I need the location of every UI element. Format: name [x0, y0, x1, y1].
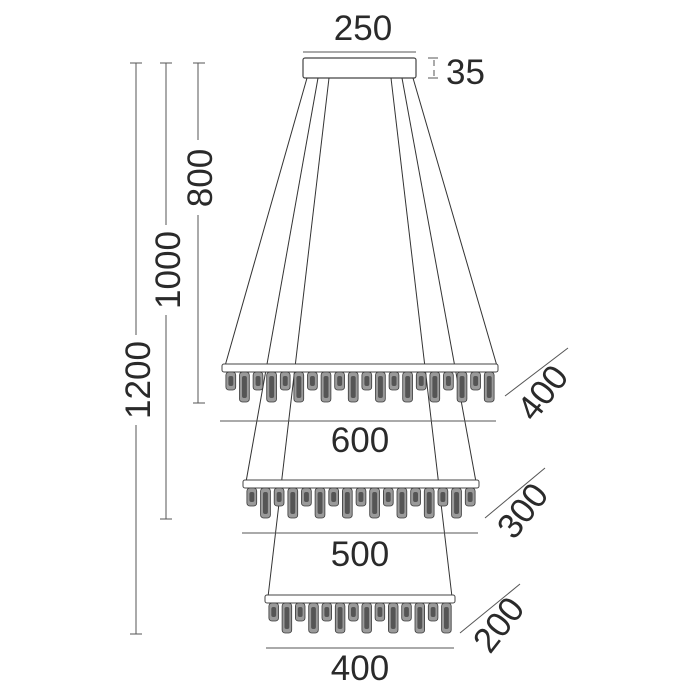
- crystal-facet: [444, 607, 449, 629]
- crystal-facet: [446, 376, 451, 386]
- tier-2-depth-dimension: 300: [484, 467, 557, 546]
- tier-1-width-label: 600: [331, 421, 389, 460]
- tier-3-width-label: 400: [331, 649, 389, 688]
- crystal-facet: [404, 607, 409, 617]
- crystal-facet: [372, 492, 378, 514]
- crystal-facet: [440, 492, 446, 502]
- crystal-facet: [413, 492, 418, 502]
- drop-middle-label: 1000: [149, 231, 188, 309]
- drop-upper-label: 800: [181, 149, 220, 207]
- tier-3-ring: [264, 594, 456, 634]
- tier-3-depth-dimension: 200: [459, 583, 533, 660]
- crystal-facet: [255, 376, 261, 386]
- crystal-facet: [296, 376, 302, 398]
- tier-1-width-dimension: 600: [220, 420, 496, 460]
- crystal-facet: [271, 607, 277, 617]
- crystal-facet: [399, 492, 405, 514]
- tier-1-depth-dimension: 400: [504, 347, 577, 428]
- crystal-facet: [297, 607, 303, 617]
- crystal-facet: [364, 607, 370, 629]
- crystal-facet: [269, 376, 275, 398]
- crystal-facet: [282, 376, 288, 386]
- crystal-facet: [364, 376, 370, 386]
- crystal-facet: [323, 376, 329, 398]
- crystal-facet: [405, 376, 411, 398]
- crystal-facet: [459, 376, 465, 398]
- tier-3-width-dimension: 400: [266, 647, 454, 688]
- crystal-facet: [432, 376, 438, 398]
- drop-total-dimension: 1200: [119, 62, 158, 635]
- crystal-facet: [276, 492, 282, 502]
- crystal-facet: [344, 492, 350, 514]
- drop-upper-dimension: 800: [181, 62, 220, 404]
- crystal-facet: [284, 607, 290, 629]
- crystal-facet: [242, 376, 247, 398]
- tier-2-ring: [242, 479, 480, 519]
- canopy-width-label: 250: [334, 9, 392, 48]
- crystal-facet: [337, 607, 343, 629]
- tier-2-width-dimension: 500: [242, 532, 478, 574]
- crystal-facet: [473, 376, 479, 386]
- crystal-facet: [426, 492, 432, 514]
- canopy-height-label: 35: [446, 53, 485, 92]
- crystal-facet: [391, 376, 397, 386]
- crystal-facet: [337, 376, 343, 386]
- crystal-facet: [263, 492, 268, 514]
- crystal-facet: [304, 492, 309, 502]
- crystal-facet: [249, 492, 255, 502]
- drop-total-label: 1200: [119, 341, 158, 419]
- crystal-facet: [417, 607, 423, 629]
- crystal-facet: [430, 607, 436, 617]
- crystal-facet: [311, 607, 316, 629]
- crystal-facet: [454, 492, 459, 514]
- crystal-facet: [310, 376, 315, 386]
- tier-2-width-label: 500: [331, 535, 389, 574]
- crystal-facet: [418, 376, 424, 386]
- crystal-facet: [350, 376, 356, 398]
- crystal-facet: [228, 376, 234, 386]
- tier-1-depth-label: 400: [510, 358, 577, 428]
- crystal-facet: [351, 607, 356, 617]
- crystal-facet: [377, 607, 383, 617]
- crystal-facet: [290, 492, 296, 514]
- crystal-facet: [486, 376, 492, 398]
- tier-2-depth-label: 300: [490, 476, 557, 546]
- drop-middle-dimension: 1000: [149, 62, 188, 520]
- crystal-facet: [324, 607, 330, 617]
- tier-3-depth-label: 200: [466, 590, 533, 660]
- tier-1-ring: [221, 363, 499, 403]
- suspension-wires: [224, 77, 498, 598]
- crystal-facet: [378, 376, 383, 398]
- crystal-facet: [385, 492, 391, 502]
- canopy-plate: [302, 57, 417, 79]
- crystal-facet: [331, 492, 337, 502]
- crystal-facet: [317, 492, 323, 514]
- crystal-facet: [467, 492, 473, 502]
- crystal-facet: [358, 492, 364, 502]
- crystal-facet: [390, 607, 396, 629]
